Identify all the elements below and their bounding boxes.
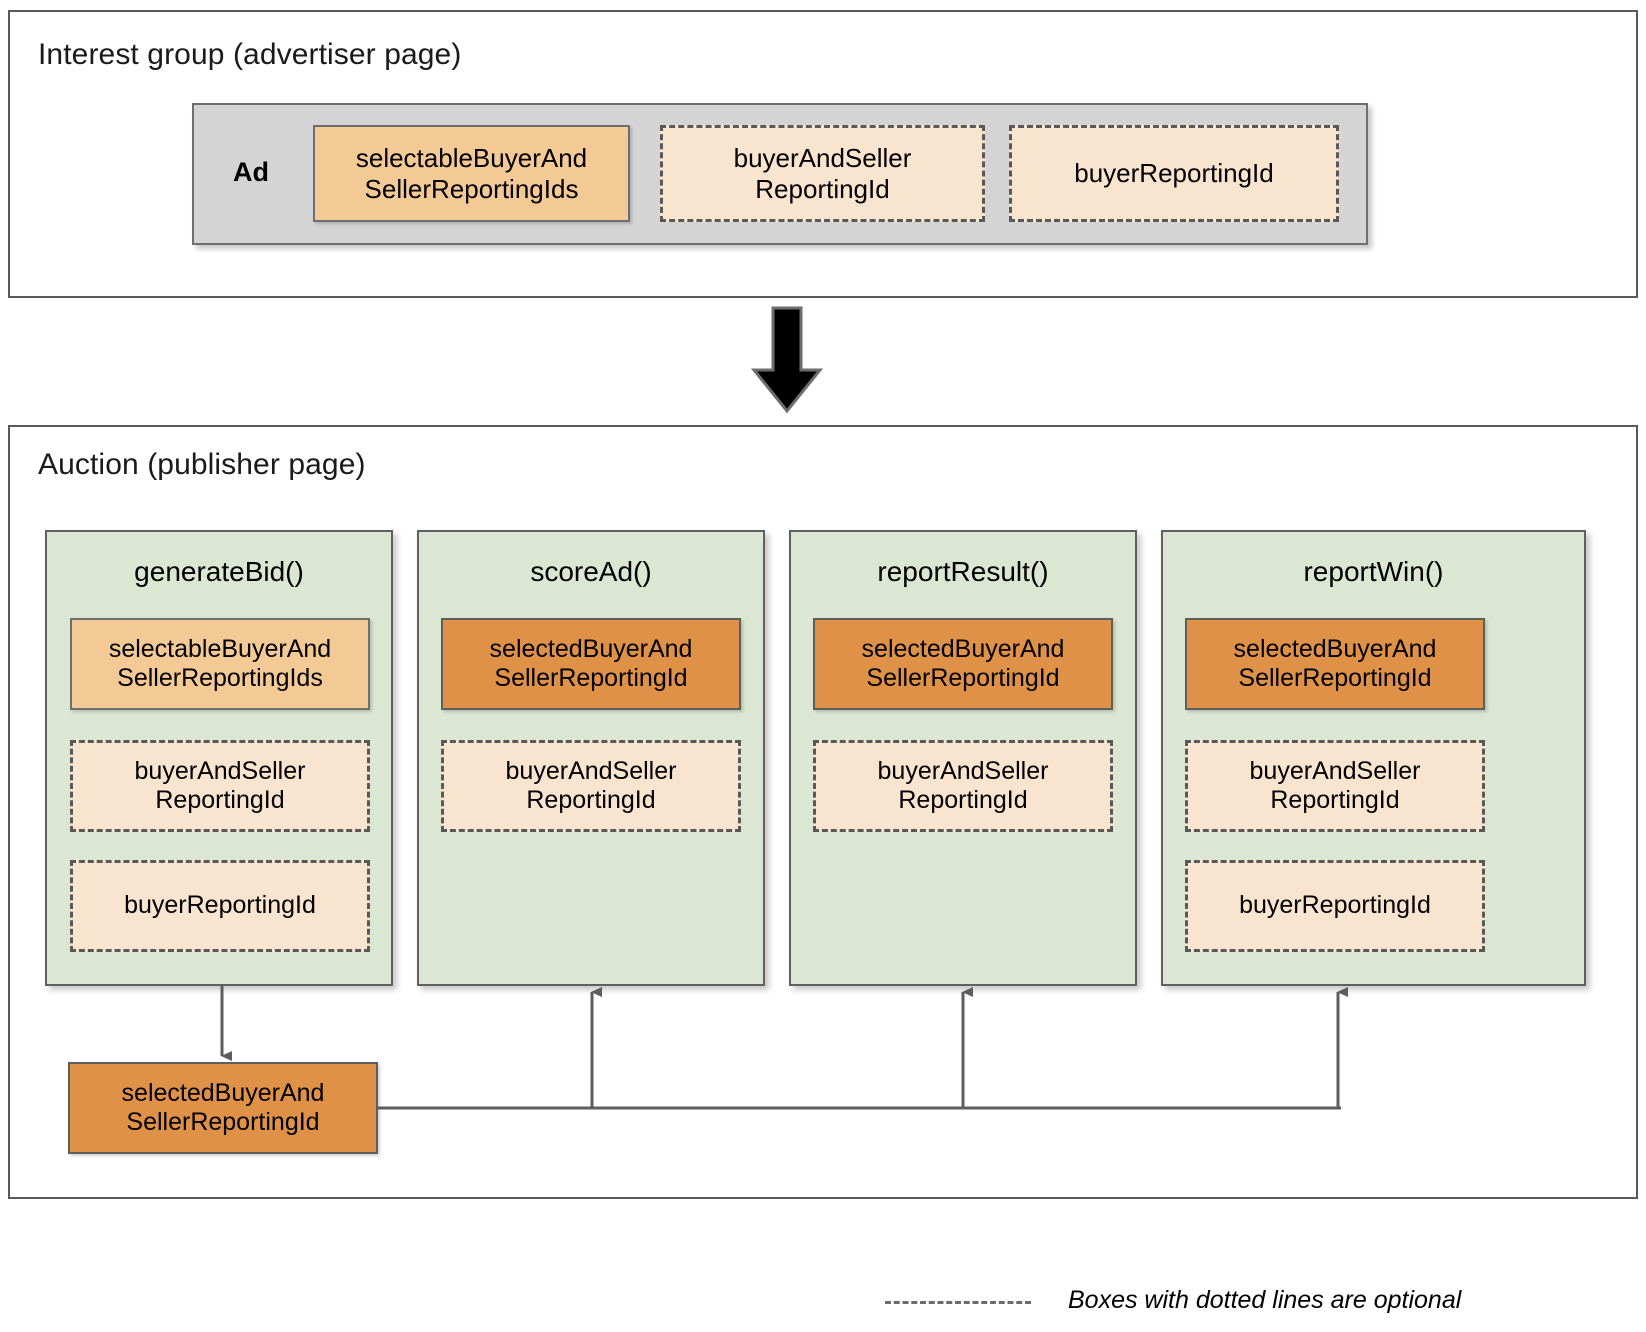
panel-title-auction: Auction (publisher page): [38, 448, 366, 481]
legend-label: Boxes with dotted lines are optional: [1068, 1286, 1462, 1314]
ad-label: Ad: [233, 157, 269, 187]
box-label: buyerReportingId: [124, 891, 316, 920]
box-label: buyerReportingId: [1074, 158, 1274, 189]
panel-title-interest-group: Interest group (advertiser page): [38, 38, 462, 71]
column-title-report-win: reportWin(): [1303, 556, 1444, 587]
box-label: buyerReportingId: [1239, 891, 1431, 920]
legend-dashed-sample: [885, 1301, 1031, 1304]
flow-down-arrow-icon: [750, 306, 824, 414]
ig-buyer-reporting-id: buyerReportingId: [1009, 125, 1339, 222]
gb-buyer-reporting-id: buyerReportingId: [70, 860, 370, 952]
column-title-score-ad: scoreAd(): [530, 556, 652, 587]
column-title-report-result: reportResult(): [877, 556, 1049, 587]
rw-buyer-reporting-id: buyerReportingId: [1185, 860, 1485, 952]
column-title-generate-bid: generateBid(): [134, 556, 304, 587]
